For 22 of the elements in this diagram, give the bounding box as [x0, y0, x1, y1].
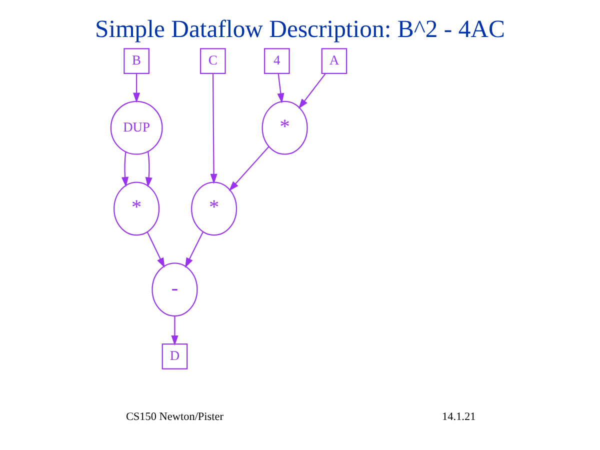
arrow	[298, 73, 326, 109]
arrow	[228, 146, 270, 192]
diagram-title: Simple Dataflow Description: B^2 - 4AC	[95, 16, 505, 43]
node-box: D	[162, 343, 188, 370]
node-ellipse: *	[262, 100, 308, 155]
label: 14.1.21	[442, 410, 476, 423]
arrow	[145, 152, 152, 188]
arrow	[210, 74, 218, 184]
node-ellipse: -	[152, 262, 198, 317]
node-ellipse: *	[114, 182, 160, 236]
arrow	[277, 73, 284, 104]
arrow	[121, 152, 129, 188]
label: CS150 Newton/Pister	[126, 410, 224, 423]
arrow	[146, 232, 165, 268]
arrow	[171, 316, 178, 346]
node-circle: DUP	[110, 100, 163, 155]
node-box: B	[124, 48, 150, 74]
node-box: A	[321, 48, 348, 74]
node-box: C	[200, 48, 226, 74]
arrow	[185, 232, 204, 268]
node-box: 4	[264, 48, 290, 74]
arrow	[133, 73, 140, 103]
